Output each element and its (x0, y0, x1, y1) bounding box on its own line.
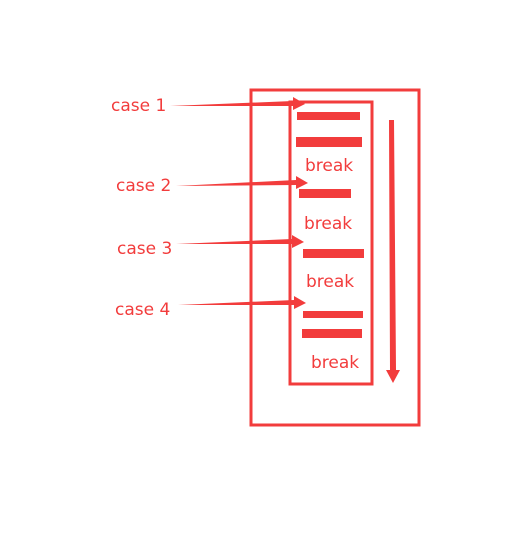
break-label-2: break (304, 214, 352, 234)
statement-bar (303, 249, 364, 258)
case-4-arrow (178, 296, 306, 309)
break-label-4: break (311, 353, 359, 373)
execution-flow-arrow (386, 120, 400, 383)
break-label-3: break (306, 272, 354, 292)
statement-bar (297, 112, 360, 120)
statement-bar (296, 137, 362, 147)
statement-bar (302, 329, 362, 338)
case-label-3: case 3 (117, 239, 172, 259)
case-label-4: case 4 (115, 300, 170, 320)
case-label-1: case 1 (111, 96, 166, 116)
case-2-arrow (176, 176, 308, 189)
statement-bar (303, 311, 363, 318)
case-1-arrow (170, 97, 305, 110)
case-label-2: case 2 (116, 176, 171, 196)
break-label-1: break (305, 156, 353, 176)
case-3-arrow (176, 235, 304, 248)
outer-frame (249, 88, 421, 427)
statement-bar (299, 189, 351, 198)
